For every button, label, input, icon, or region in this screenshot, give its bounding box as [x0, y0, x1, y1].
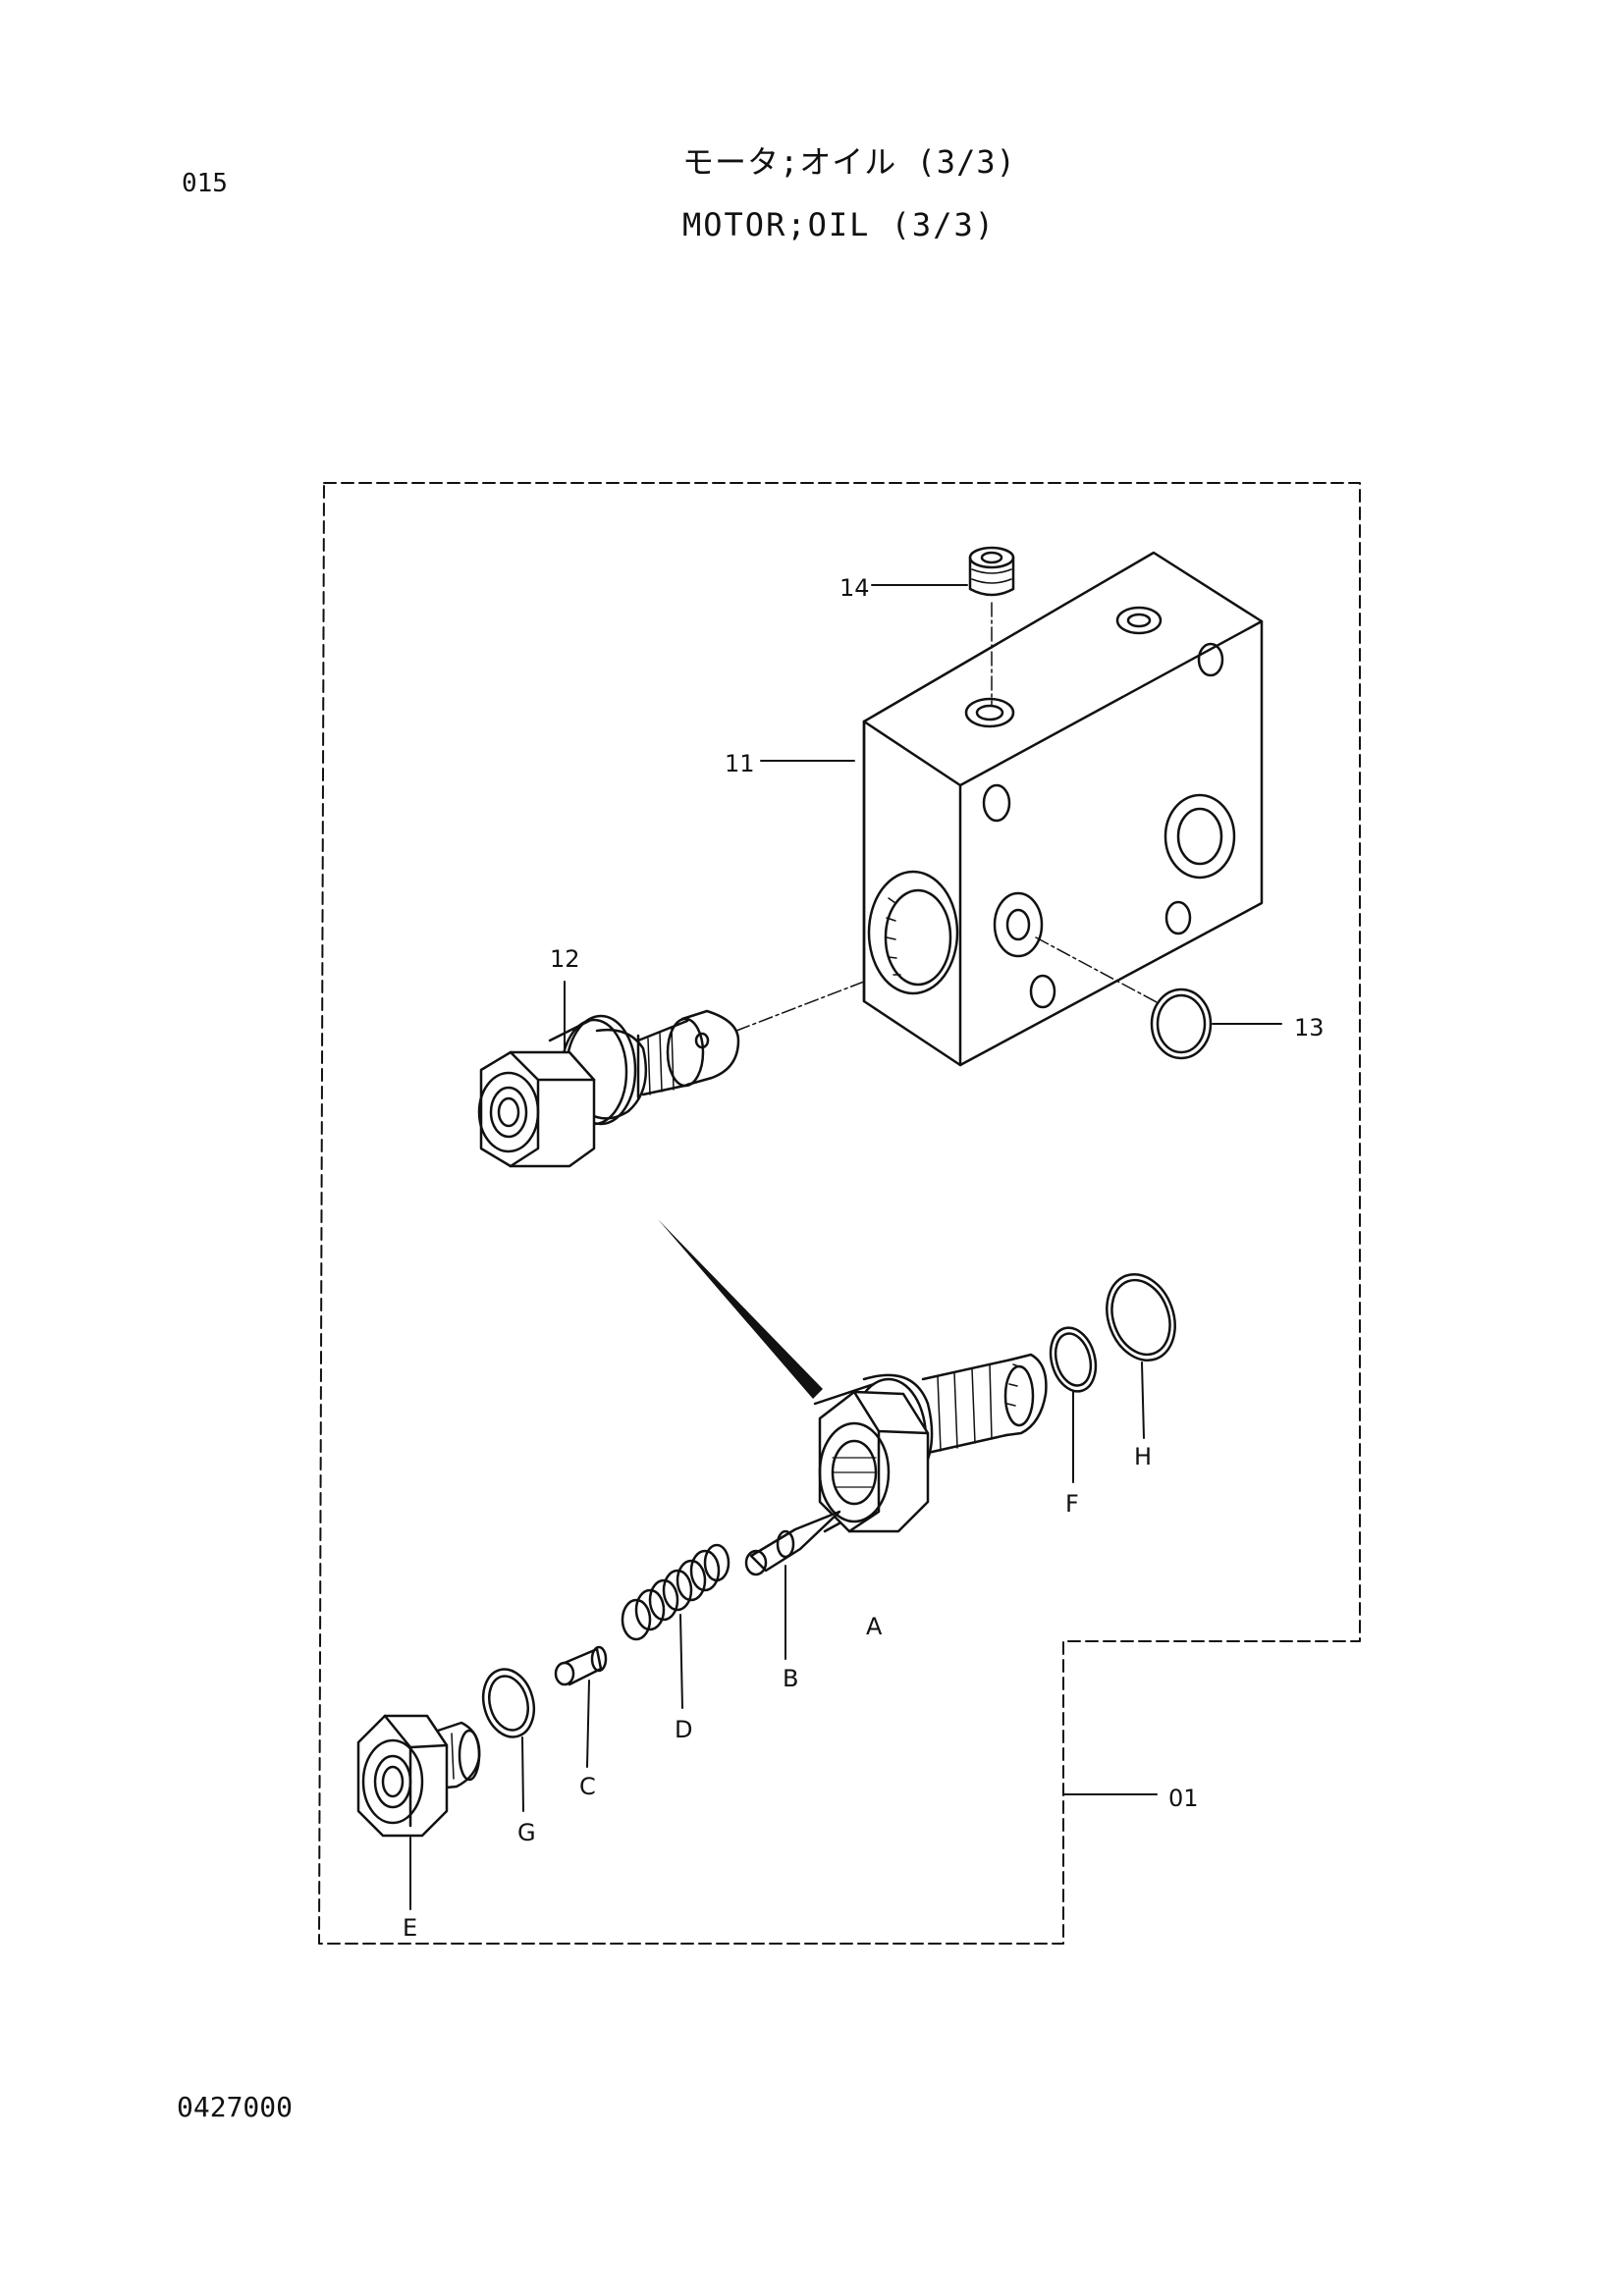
part-c-spring-seat: [554, 1645, 608, 1768]
part-d-spring: [621, 1543, 730, 1709]
part-h-o-ring: [1106, 1272, 1176, 1362]
part-11-valve-block: [862, 551, 1264, 1067]
title-english: MOTOR;OIL (3/3): [682, 206, 996, 243]
part-13-o-ring: [1035, 936, 1213, 1060]
part-12-relief-valve: [477, 981, 865, 1168]
callout-12: 12: [550, 945, 580, 973]
assembly-boundary: [318, 482, 1361, 1945]
callout-a: A: [866, 1613, 883, 1640]
callout-h: H: [1134, 1443, 1152, 1470]
part-f-o-ring: [1049, 1326, 1098, 1393]
part-e-plug: [356, 1714, 481, 1910]
callout-01: 01: [1168, 1785, 1199, 1812]
callout-g: G: [517, 1819, 536, 1846]
expansion-pointer: [658, 1219, 823, 1399]
part-b-poppet: [744, 1510, 841, 1660]
drawing-code: 0427000: [177, 2091, 294, 2123]
callout-e: E: [403, 1914, 417, 1942]
callout-11: 11: [725, 750, 755, 777]
part-g-o-ring: [481, 1668, 536, 1812]
title-japanese: モータ;オイル (3/3): [682, 143, 1016, 181]
page-number: 015: [182, 169, 228, 198]
callout-13: 13: [1294, 1014, 1325, 1041]
callout-b: B: [783, 1665, 798, 1692]
callout-f: F: [1065, 1490, 1079, 1518]
callout-14: 14: [839, 574, 870, 602]
part-14-plug: [968, 546, 1015, 706]
callout-d: D: [675, 1716, 692, 1743]
callout-c: C: [579, 1773, 596, 1800]
part-a-valve-body: [813, 1353, 1048, 1533]
